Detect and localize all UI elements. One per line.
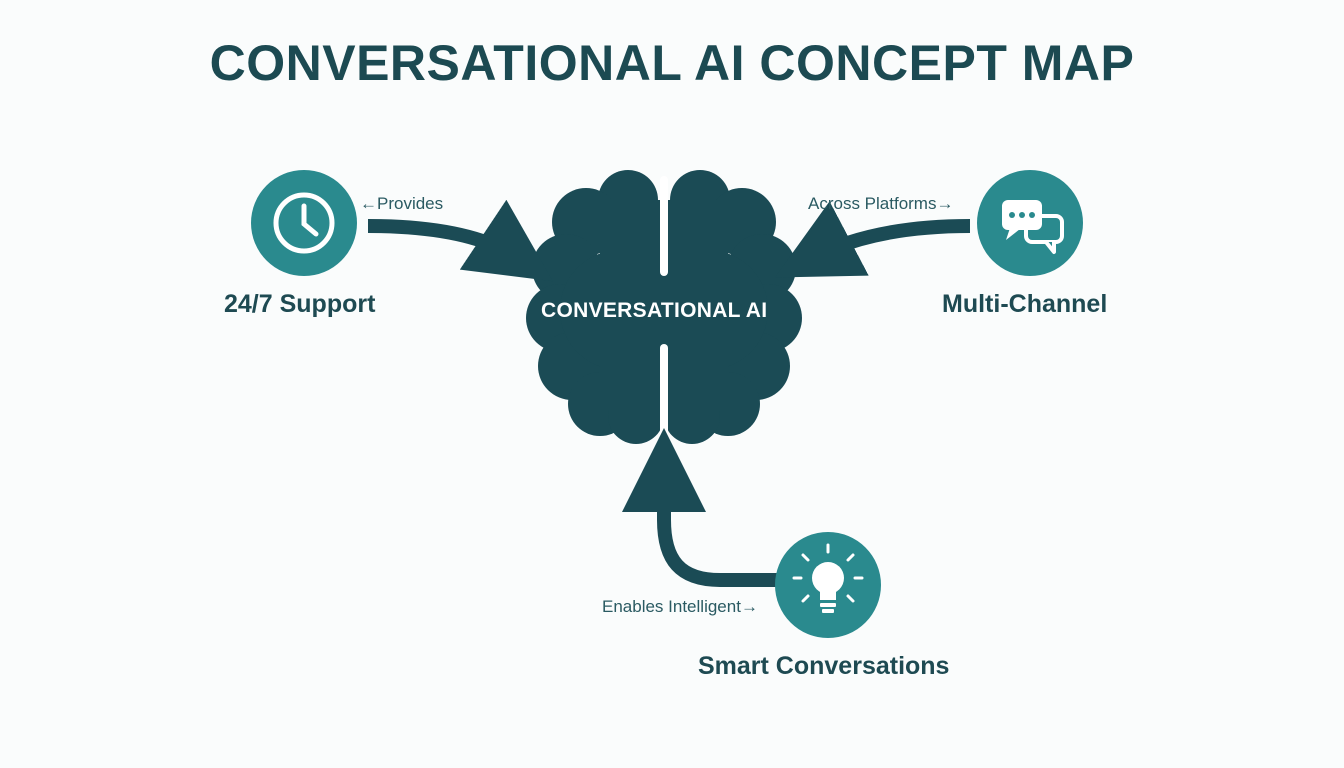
brain-icon xyxy=(526,170,802,444)
node-support xyxy=(251,170,357,276)
edge-label-smart: Enables Intelligent→ xyxy=(602,597,758,616)
edge-label-support: ←Provides xyxy=(360,194,444,213)
arrow-support-to-center xyxy=(367,199,553,282)
brain-fissure xyxy=(654,176,674,444)
chat-bubbles-icon xyxy=(1002,200,1064,254)
arrow-left-icon: ← xyxy=(360,194,377,213)
lightbulb-icon xyxy=(792,543,864,613)
page-title: CONVERSATIONAL AI CONCEPT MAP xyxy=(209,35,1135,91)
node-smart-label: Smart Conversations xyxy=(698,652,950,680)
edge-label-channel: Across Platforms→ xyxy=(808,194,954,213)
arrow-right-icon: → xyxy=(740,597,758,616)
center-concept-label: CONVERSATIONAL AI xyxy=(541,299,768,322)
node-smart xyxy=(775,532,881,638)
clock-icon xyxy=(273,192,335,254)
node-channel xyxy=(977,170,1083,276)
arrow-channel-to-center xyxy=(774,201,971,278)
node-support-label: 24/7 Support xyxy=(224,290,376,318)
node-channel-label: Multi-Channel xyxy=(942,290,1108,318)
arrow-right-icon: → xyxy=(936,194,954,213)
arrow-smart-to-center xyxy=(622,428,778,587)
